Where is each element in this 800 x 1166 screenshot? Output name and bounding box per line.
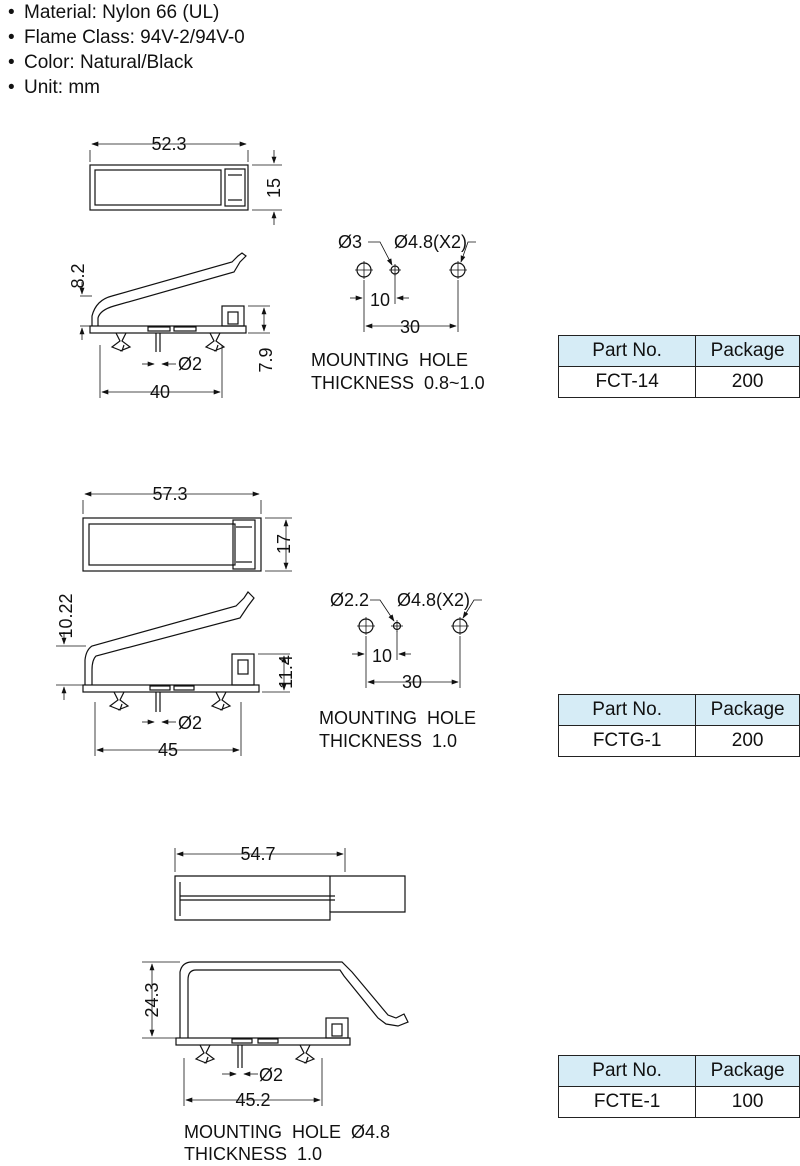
part-no-header: Part No. <box>557 1055 697 1087</box>
fcte-1-drawing <box>142 848 409 1106</box>
fct-14-side-label: 7.9 <box>256 347 276 372</box>
package-value: 100 <box>695 1086 800 1118</box>
fct-14-drawing <box>79 141 476 398</box>
spec-unit: •Unit: mm <box>8 77 100 98</box>
fct-14-length-label: 52.3 <box>151 134 186 154</box>
fcte-1-height-label: 24.3 <box>142 982 162 1017</box>
fct-14-part-table: Part No. Package FCT-14 200 <box>557 335 800 398</box>
part-no-value: FCT-14 <box>557 366 697 398</box>
fctg-1-height-label: 10.22 <box>56 593 76 638</box>
fct-14-pitch-label: 10 <box>370 290 390 310</box>
fct-14-side-view <box>79 252 270 398</box>
fcte-1-part-table: Part No. Package FCTE-1 100 <box>557 1055 800 1118</box>
fctg-1-span-label: 45 <box>158 740 178 760</box>
fctg-1-top-view <box>82 491 292 572</box>
fct-14-note-thickness: THICKNESS 0.8~1.0 <box>311 373 485 393</box>
fcte-1-note-mounting: MOUNTING HOLE Ø4.8 <box>184 1122 390 1142</box>
spec-list: •Material: Nylon 66 (UL) •Flame Class: 9… <box>8 0 245 100</box>
part-no-header: Part No. <box>557 335 697 367</box>
fct-14-large-hole-label: Ø4.8(X2) <box>394 232 467 252</box>
fcte-1-pin-label: Ø2 <box>259 1065 283 1085</box>
fcte-1-note-thickness: THICKNESS 1.0 <box>184 1144 322 1164</box>
fcte-1-labels: 54.7 24.3 Ø2 45.2 MOUNTING HOLE Ø4.8 THI… <box>142 844 390 1164</box>
fctg-1-large-hole-label: Ø4.8(X2) <box>397 590 470 610</box>
part-no-value: FCTG-1 <box>557 725 697 757</box>
fctg-1-hole-span-label: 30 <box>402 672 422 692</box>
fctg-1-part-table: Part No. Package FCTG-1 200 <box>557 694 800 757</box>
fct-14-small-hole-label: Ø3 <box>338 232 362 252</box>
fcte-1-top-view <box>174 848 406 921</box>
fct-14-width-label: 15 <box>264 178 284 198</box>
fctg-1-note-mounting: MOUNTING HOLE <box>319 708 476 728</box>
fcte-1-length-label: 54.7 <box>240 844 275 864</box>
fctg-1-mounting-holes <box>352 599 482 688</box>
fctg-1-side-label: 11.4 <box>276 655 296 689</box>
fctg-1-pin-label: Ø2 <box>178 713 202 733</box>
fcte-1-side-view <box>142 961 409 1106</box>
fct-14-hole-span-label: 30 <box>400 317 420 337</box>
fct-14-mounting-holes <box>350 241 476 332</box>
package-value: 200 <box>695 366 800 398</box>
part-no-value: FCTE-1 <box>557 1086 697 1118</box>
fcte-1-span-label: 45.2 <box>235 1090 270 1110</box>
fctg-1-note-thickness: THICKNESS 1.0 <box>319 731 457 751</box>
fctg-1-length-label: 57.3 <box>152 484 187 504</box>
fctg-1-labels: 57.3 17 10.22 11.4 Ø2 45 Ø2.2 Ø4.8(X2) 1… <box>56 484 476 760</box>
fct-14-note-mounting: MOUNTING HOLE <box>311 350 468 370</box>
package-value: 200 <box>695 725 800 757</box>
spec-color: •Color: Natural/Black <box>8 52 193 73</box>
fct-14-labels: 52.3 15 8.2 7.9 Ø2 40 Ø3 Ø4.8(X2) 10 30 … <box>68 134 485 402</box>
fctg-1-side-view <box>56 591 290 756</box>
package-header: Package <box>695 694 800 726</box>
fctg-1-drawing <box>56 491 482 756</box>
part-no-header: Part No. <box>557 694 697 726</box>
package-header: Package <box>695 1055 800 1087</box>
fct-14-pin-label: Ø2 <box>178 354 202 374</box>
fct-14-span-label: 40 <box>150 382 170 402</box>
package-header: Package <box>695 335 800 367</box>
fctg-1-width-label: 17 <box>274 534 294 554</box>
fct-14-top-view <box>89 141 282 225</box>
spec-flame-class: •Flame Class: 94V-2/94V-0 <box>8 27 245 48</box>
fctg-1-pitch-label: 10 <box>372 646 392 666</box>
fct-14-height-label: 8.2 <box>68 263 88 288</box>
fctg-1-small-hole-label: Ø2.2 <box>330 590 369 610</box>
spec-material: •Material: Nylon 66 (UL) <box>8 2 220 23</box>
